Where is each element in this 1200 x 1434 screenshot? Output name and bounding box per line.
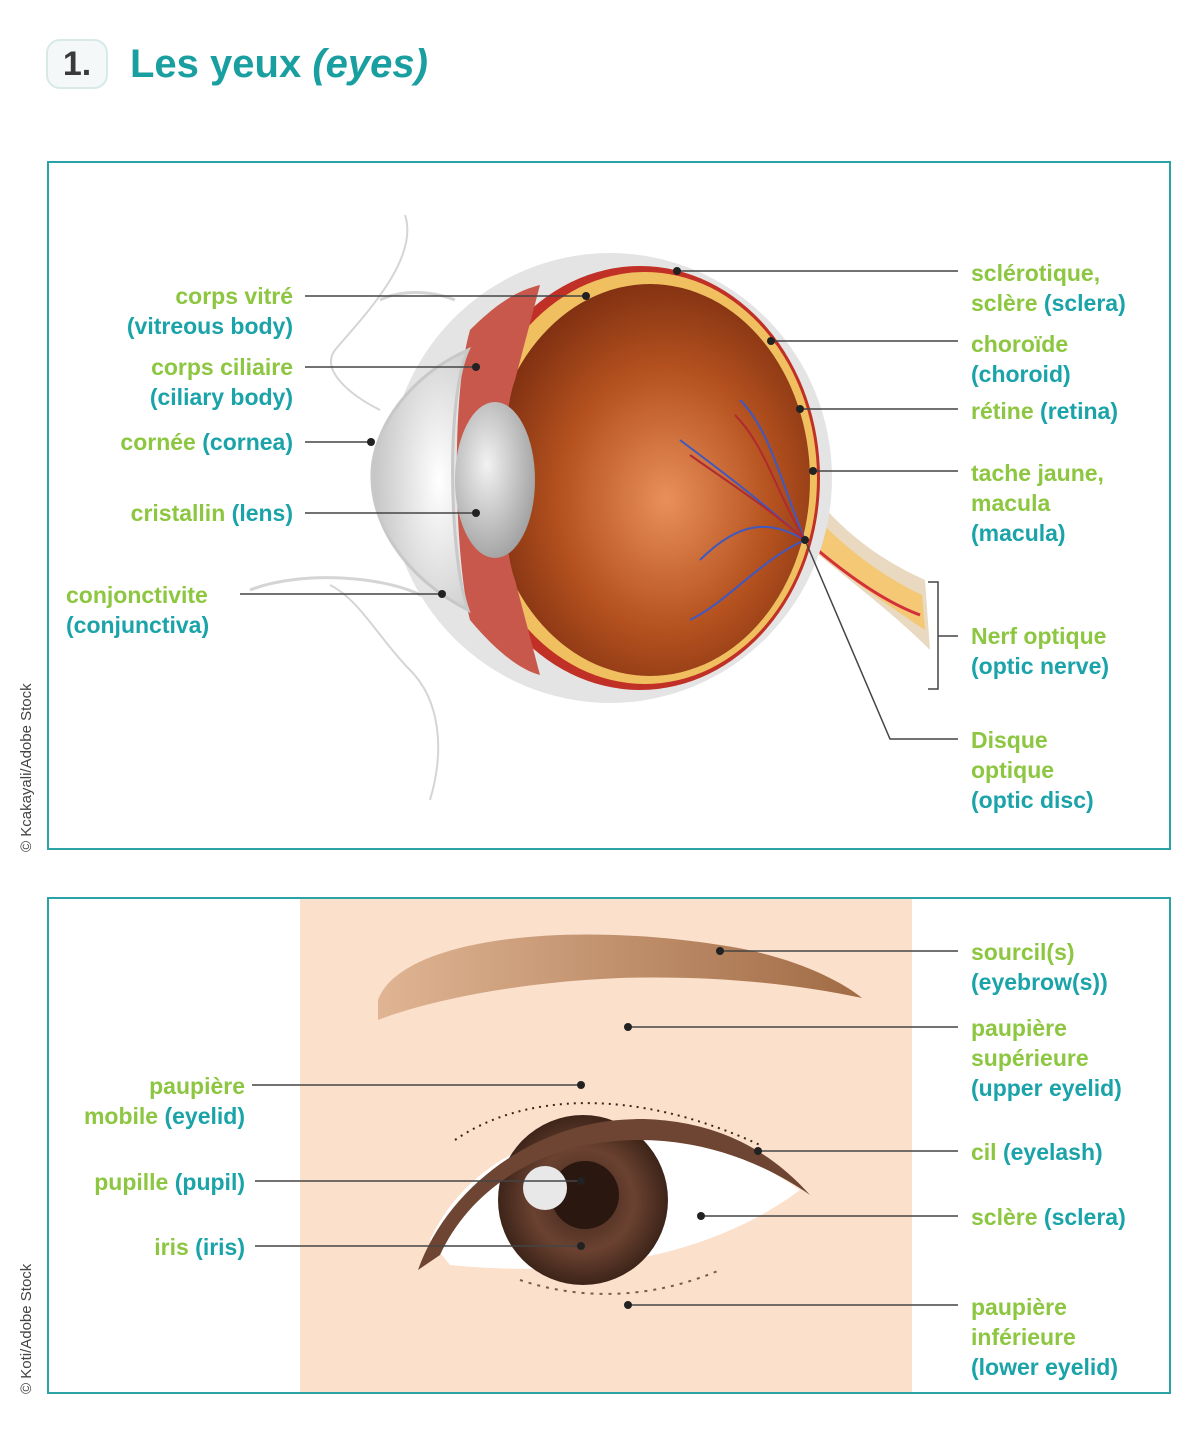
- label-iris: iris (iris): [154, 1234, 245, 1260]
- exterior-leader-lines: [252, 950, 958, 1306]
- title-fr: Les yeux: [130, 41, 302, 86]
- page-title: 1. Les yeux (eyes): [46, 36, 428, 92]
- anatomy-leader-lines: [240, 270, 958, 740]
- label-cornea: cornée (cornea): [120, 429, 293, 455]
- label-choroid: choroïde (choroid): [971, 331, 1071, 387]
- label-eyebrow: sourcil(s) (eyebrow(s)): [971, 939, 1108, 995]
- label-mobile-eyelid: paupière mobile (eyelid): [83, 1073, 245, 1129]
- label-upper-eyelid: paupière supérieure (upper eyelid): [971, 1015, 1122, 1101]
- label-macula: tache jaune, macula (macula): [971, 460, 1104, 546]
- label-lens: cristallin (lens): [130, 500, 293, 526]
- label-ciliary: corps ciliaire (ciliary body): [149, 354, 293, 410]
- exterior-leader-dots: [577, 947, 762, 1309]
- label-lower-eyelid: paupière inférieure (lower eyelid): [971, 1294, 1118, 1380]
- title-en: (eyes): [312, 41, 428, 86]
- anatomy-leader-dots: [367, 267, 817, 598]
- label-sclera: sclérotique, sclère (sclera): [971, 260, 1126, 316]
- section-number-badge: 1.: [46, 39, 108, 89]
- label-retina: rétine (retina): [971, 398, 1118, 424]
- label-optic-nerve: Nerf optique (optic nerve): [971, 623, 1110, 679]
- label-pupil: pupille (pupil): [94, 1169, 245, 1195]
- title-text: Les yeux (eyes): [130, 42, 428, 87]
- label-exterior-sclera: sclère (sclera): [971, 1204, 1126, 1230]
- label-conjunctiva: conjonctivite (conjunctiva): [66, 582, 210, 638]
- label-optic-disc: Disque optique (optic disc): [971, 727, 1094, 813]
- eyeball-cross-section: [249, 214, 930, 801]
- label-eyelash: cil (eyelash): [971, 1139, 1103, 1165]
- exterior-eye-drawing: [300, 899, 912, 1392]
- label-vitreous: corps vitré (vitreous body): [126, 283, 293, 339]
